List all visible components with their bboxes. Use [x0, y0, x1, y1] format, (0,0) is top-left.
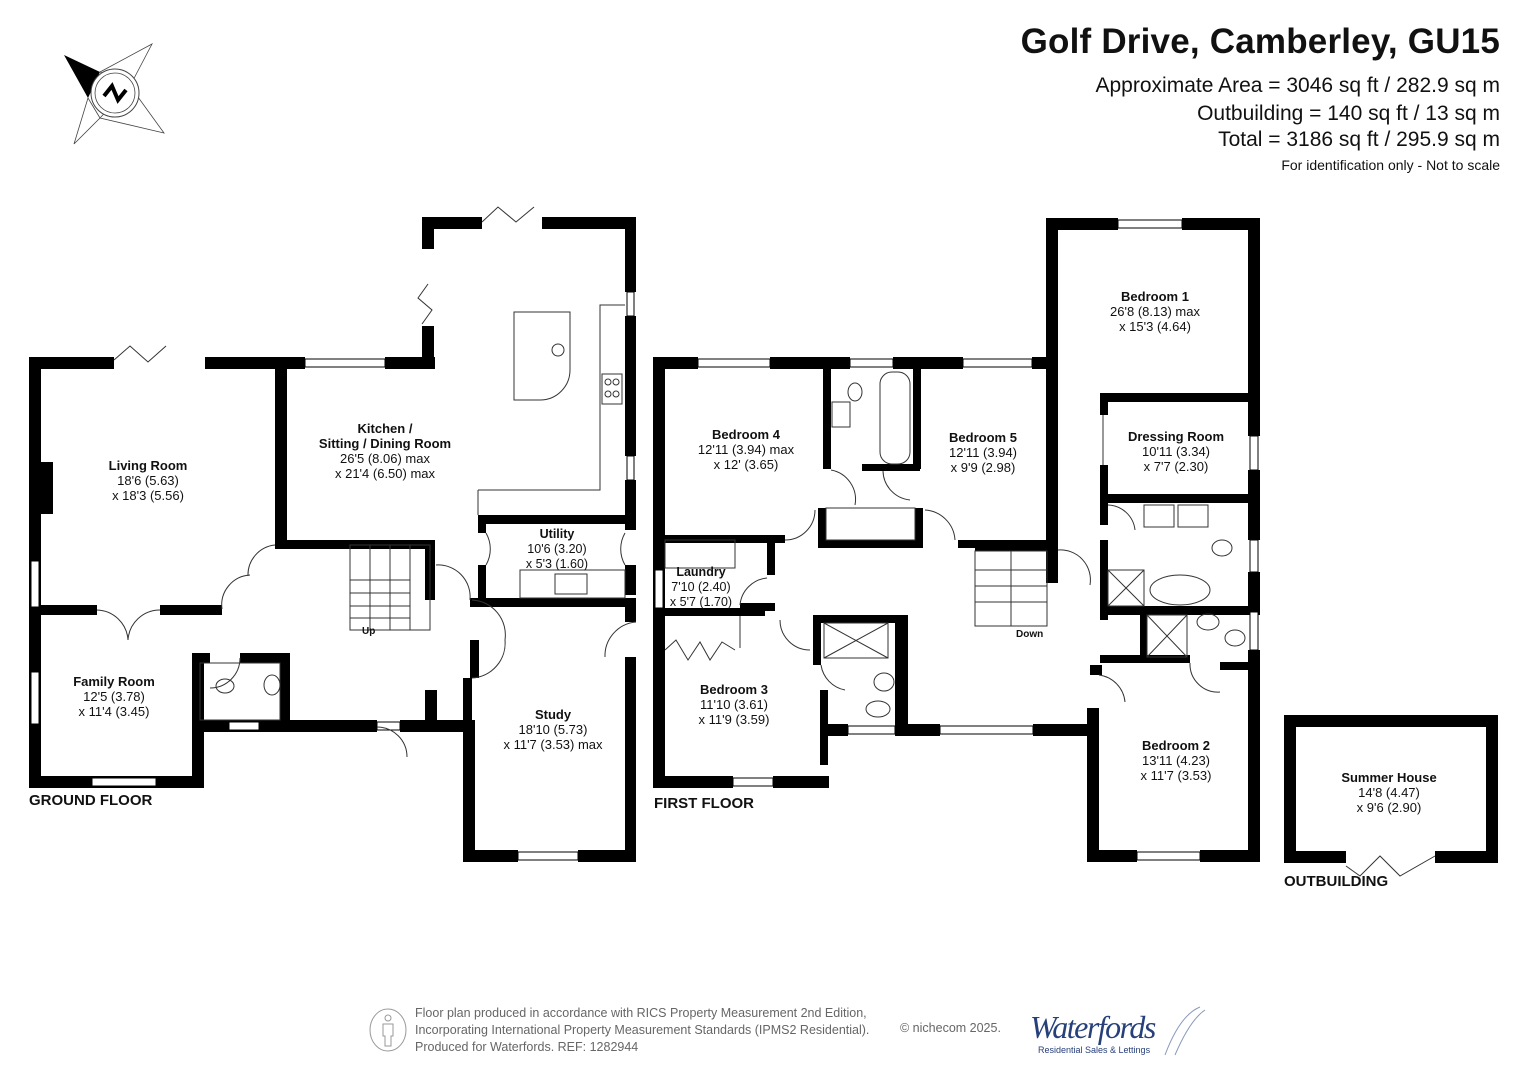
room-bedroom-2: Bedroom 2 13'11 (4.23) x 11'7 (3.53) — [1141, 738, 1212, 783]
total-area: Total = 3186 sq ft / 295.9 sq m — [1218, 128, 1500, 151]
windows — [30, 219, 1259, 861]
room-dimension: x 9'9 (2.98) — [950, 460, 1016, 475]
room-dimension: x 11'4 (3.45) — [78, 704, 150, 719]
room-dimension: 12'5 (3.78) — [83, 689, 145, 704]
room-name: Bedroom 4 — [712, 427, 780, 442]
room-name: Bedroom 5 — [949, 430, 1017, 445]
room-dimension: 7'10 (2.40) — [671, 580, 731, 594]
room-dimension: 26'8 (8.13) max — [1110, 304, 1200, 319]
room-dimension: x 11'7 (3.53) max — [503, 737, 603, 752]
room-name: Utility — [539, 527, 575, 541]
logo-tagline: Residential Sales & Lettings — [1038, 1045, 1151, 1055]
room-dimension: x 11'9 (3.59) — [698, 712, 770, 727]
room-dimension: 10'11 (3.34) — [1141, 444, 1211, 459]
outbuilding-label: OUTBUILDING — [1284, 873, 1389, 890]
room-dimension: x 12' (3.65) — [713, 457, 779, 472]
room-dimension: 10'6 (3.20) — [527, 542, 587, 556]
room-family-room: Family Room 12'5 (3.78) x 11'4 (3.45) — [73, 674, 155, 719]
room-bedroom-1: Bedroom 1 26'8 (8.13) max x 15'3 (4.64) — [1110, 289, 1200, 334]
room-dimension: x 18'3 (5.56) — [112, 488, 184, 503]
room-dimension: x 21'4 (6.50) max — [334, 466, 436, 481]
room-name: Bedroom 2 — [1142, 738, 1210, 753]
room-name: Bedroom 3 — [700, 682, 768, 697]
person-icon — [369, 1008, 407, 1052]
outbuilding-area: Outbuilding = 140 sq ft / 13 sq m — [1197, 102, 1500, 125]
first-floor-label: FIRST FLOOR — [654, 795, 754, 812]
footer-line-1: Floor plan produced in accordance with R… — [415, 1006, 867, 1020]
room-dressing-room: Dressing Room 10'11 (3.34) x 7'7 (2.30) — [1128, 429, 1224, 474]
room-dimension: 12'11 (3.94) max — [697, 442, 795, 457]
room-bedroom-3: Bedroom 3 11'10 (3.61) x 11'9 (3.59) — [699, 682, 770, 727]
room-name: Summer House — [1341, 770, 1437, 785]
walls — [29, 217, 1498, 863]
footer-line-2: Incorporating International Property Mea… — [415, 1023, 870, 1037]
room-name: Family Room — [73, 674, 155, 689]
room-dimension: x 7'7 (2.30) — [1143, 459, 1209, 474]
room-name: Living Room — [108, 458, 188, 473]
room-dimension: x 5'3 (1.60) — [525, 557, 589, 571]
doors-and-fittings — [96, 206, 1436, 877]
room-study: Study 18'10 (5.73) x 11'7 (3.53) max — [503, 707, 602, 752]
approx-area: Approximate Area = 3046 sq ft / 282.9 sq… — [1095, 74, 1501, 97]
room-dimension: 14'8 (4.47) — [1358, 785, 1420, 800]
room-name: Kitchen / — [357, 421, 413, 436]
room-dimension: 13'11 (4.23) — [1141, 753, 1211, 768]
compass-icon — [64, 43, 165, 145]
room-dimension: 11'10 (3.61) — [699, 697, 769, 712]
stairs-down-label: Down — [1016, 629, 1044, 640]
room-utility: Utility 10'6 (3.20) x 5'3 (1.60) — [526, 527, 588, 572]
room-name-line2: Sitting / Dining Room — [318, 436, 452, 451]
footer-notice: Floor plan produced in accordance with R… — [415, 1005, 869, 1056]
room-dimension: 26'5 (8.06) max — [340, 451, 430, 466]
stairs-up-label: Up — [362, 626, 376, 637]
room-name: Bedroom 1 — [1121, 289, 1189, 304]
room-laundry: Laundry 7'10 (2.40) x 5'7 (1.70) — [670, 565, 732, 610]
scale-disclaimer: For identification only - Not to scale — [1281, 157, 1500, 173]
logo-brand: Waterfords — [1030, 1009, 1156, 1045]
property-title: Golf Drive, Camberley, GU15 — [1020, 22, 1500, 61]
room-summer-house: Summer House 14'8 (4.47) x 9'6 (2.90) — [1341, 770, 1436, 815]
logo-swoosh-icon — [1164, 1006, 1206, 1056]
room-dimension: x 9'6 (2.90) — [1356, 800, 1422, 815]
room-dimension: 18'6 (5.63) — [117, 473, 179, 488]
room-dimension: 18'10 (5.73) — [518, 722, 588, 737]
room-bedroom-5: Bedroom 5 12'11 (3.94) x 9'9 (2.98) — [949, 430, 1017, 475]
room-dimension: x 11'7 (3.53) — [1140, 768, 1212, 783]
ground-floor-label: GROUND FLOOR — [29, 792, 153, 809]
room-dimension: 12'11 (3.94) — [948, 445, 1018, 460]
room-name: Study — [534, 707, 572, 722]
footer-line-3: Produced for Waterfords. REF: 1282944 — [415, 1040, 639, 1054]
room-name: Laundry — [676, 565, 726, 579]
copyright: © nichecom 2025. — [900, 1021, 1001, 1035]
room-dimension: x 5'7 (1.70) — [669, 595, 733, 609]
room-living-room: Living Room 18'6 (5.63) x 18'3 (5.56) — [109, 458, 188, 503]
room-kitchen: Kitchen / Sitting / Dining Room 26'5 (8.… — [319, 421, 451, 481]
room-bedroom-4: Bedroom 4 12'11 (3.94) max x 12' (3.65) — [698, 427, 794, 472]
room-dimension: x 15'3 (4.64) — [1119, 319, 1191, 334]
room-name: Dressing Room — [1127, 429, 1225, 444]
waterfords-logo: Waterfords Residential Sales & Lettings — [1030, 1005, 1210, 1065]
